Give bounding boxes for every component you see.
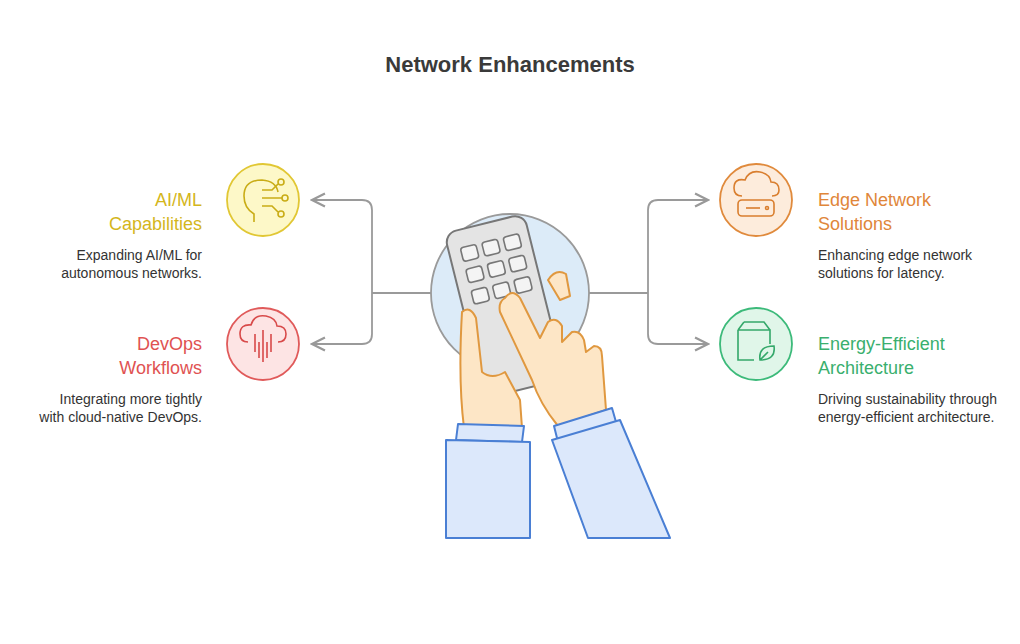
ai-icon [227,164,299,236]
energy-icon [720,308,792,380]
feature-description: Driving sustainability through energy-ef… [818,390,998,426]
feature-heading: DevOps Workflows [82,332,202,380]
feature-heading: Energy-Efficient Architecture [818,332,978,380]
diagram-title: Network Enhancements [0,52,1020,78]
feature-block: Energy-Efficient ArchitectureDriving sus… [818,332,998,426]
feature-heading: AI/ML Capabilities [82,188,202,236]
feature-block: DevOps WorkflowsIntegrating more tightly… [32,332,202,426]
sleeves [446,408,670,538]
feature-block: AI/ML CapabilitiesExpanding AI/ML for au… [32,188,202,282]
feature-description: Integrating more tightly with cloud-nati… [32,390,202,426]
feature-heading: Edge Network Solutions [818,188,968,236]
edge-icon [720,164,792,236]
feature-description: Enhancing edge network solutions for lat… [818,246,998,282]
feature-block: Edge Network SolutionsEnhancing edge net… [818,188,998,282]
feature-description: Expanding AI/ML for autonomous networks. [32,246,202,282]
hands [460,272,606,428]
devops-icon [227,308,299,380]
